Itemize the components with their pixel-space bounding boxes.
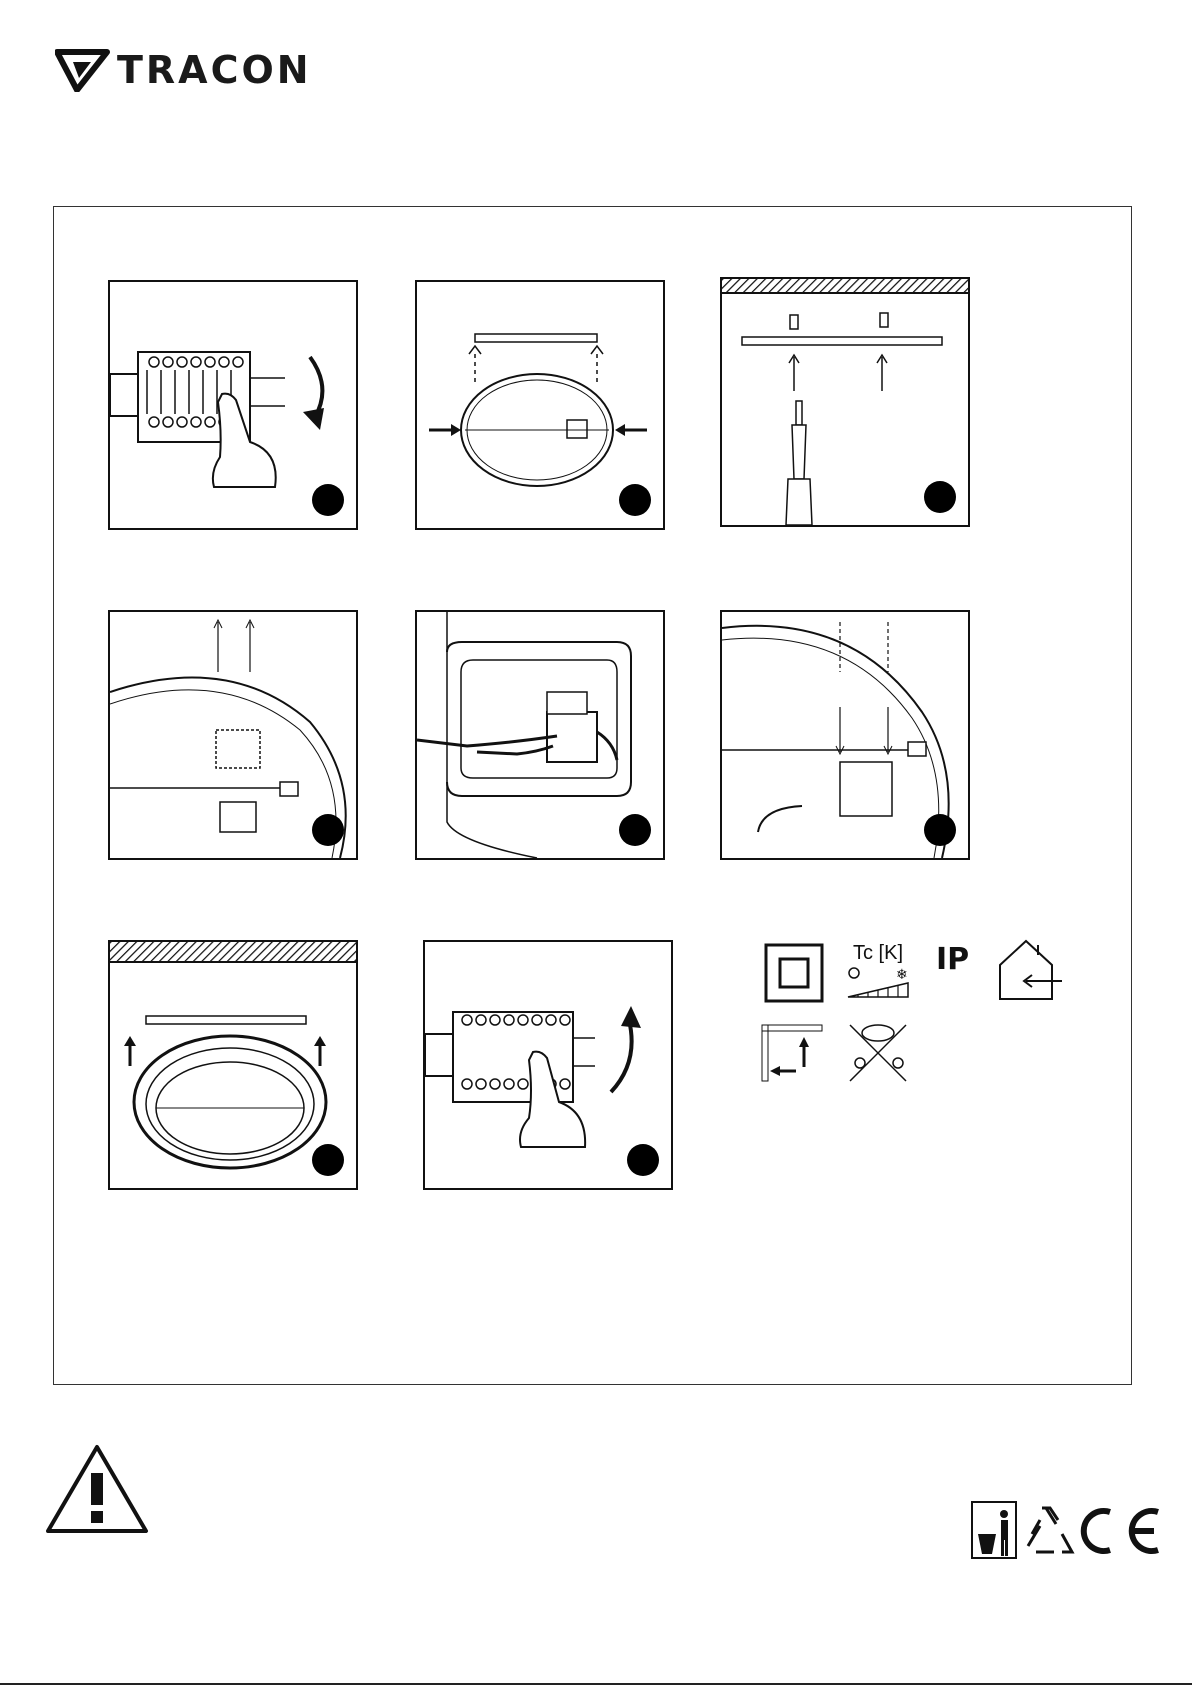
wall-ceiling-mount-icon bbox=[762, 1025, 822, 1081]
no-bulb-replacement-icon bbox=[850, 1025, 906, 1081]
step-number-badge bbox=[627, 1144, 659, 1176]
step-3-panel bbox=[720, 277, 970, 527]
brand-logo: TRACON bbox=[55, 48, 315, 92]
ce-mark-icon bbox=[1084, 1511, 1158, 1551]
step-number-badge bbox=[924, 481, 956, 513]
step-number-badge bbox=[312, 1144, 344, 1176]
recycle-icon bbox=[1028, 1508, 1072, 1552]
compliance-marks bbox=[970, 1500, 1166, 1562]
step-1-panel bbox=[108, 280, 358, 530]
ip-rating-icon: IP bbox=[936, 942, 969, 977]
tc-label: Tc [K] bbox=[853, 942, 903, 964]
step-number-badge bbox=[312, 814, 344, 846]
indoor-use-icon bbox=[1000, 941, 1062, 999]
step-number-badge bbox=[619, 814, 651, 846]
svg-text:❄: ❄ bbox=[896, 967, 908, 983]
product-symbols: Tc [K] ❄ IP bbox=[756, 935, 1066, 1085]
warning-triangle-icon bbox=[44, 1443, 150, 1535]
class-ii-double-insulation-icon bbox=[766, 945, 822, 1001]
step-6-panel bbox=[720, 610, 970, 860]
step-2-panel bbox=[415, 280, 665, 530]
color-temperature-icon: Tc [K] ❄ bbox=[848, 942, 908, 997]
brand-name: TRACON bbox=[117, 48, 312, 92]
step-7-panel bbox=[108, 940, 358, 1190]
step-number-badge bbox=[312, 484, 344, 516]
weee-bin-icon bbox=[972, 1502, 1016, 1558]
step-number-badge bbox=[924, 814, 956, 846]
step-4-panel bbox=[108, 610, 358, 860]
step-number-badge bbox=[619, 484, 651, 516]
step-5-panel bbox=[415, 610, 665, 860]
step-8-panel bbox=[423, 940, 673, 1190]
tracon-logo-icon bbox=[55, 48, 111, 92]
